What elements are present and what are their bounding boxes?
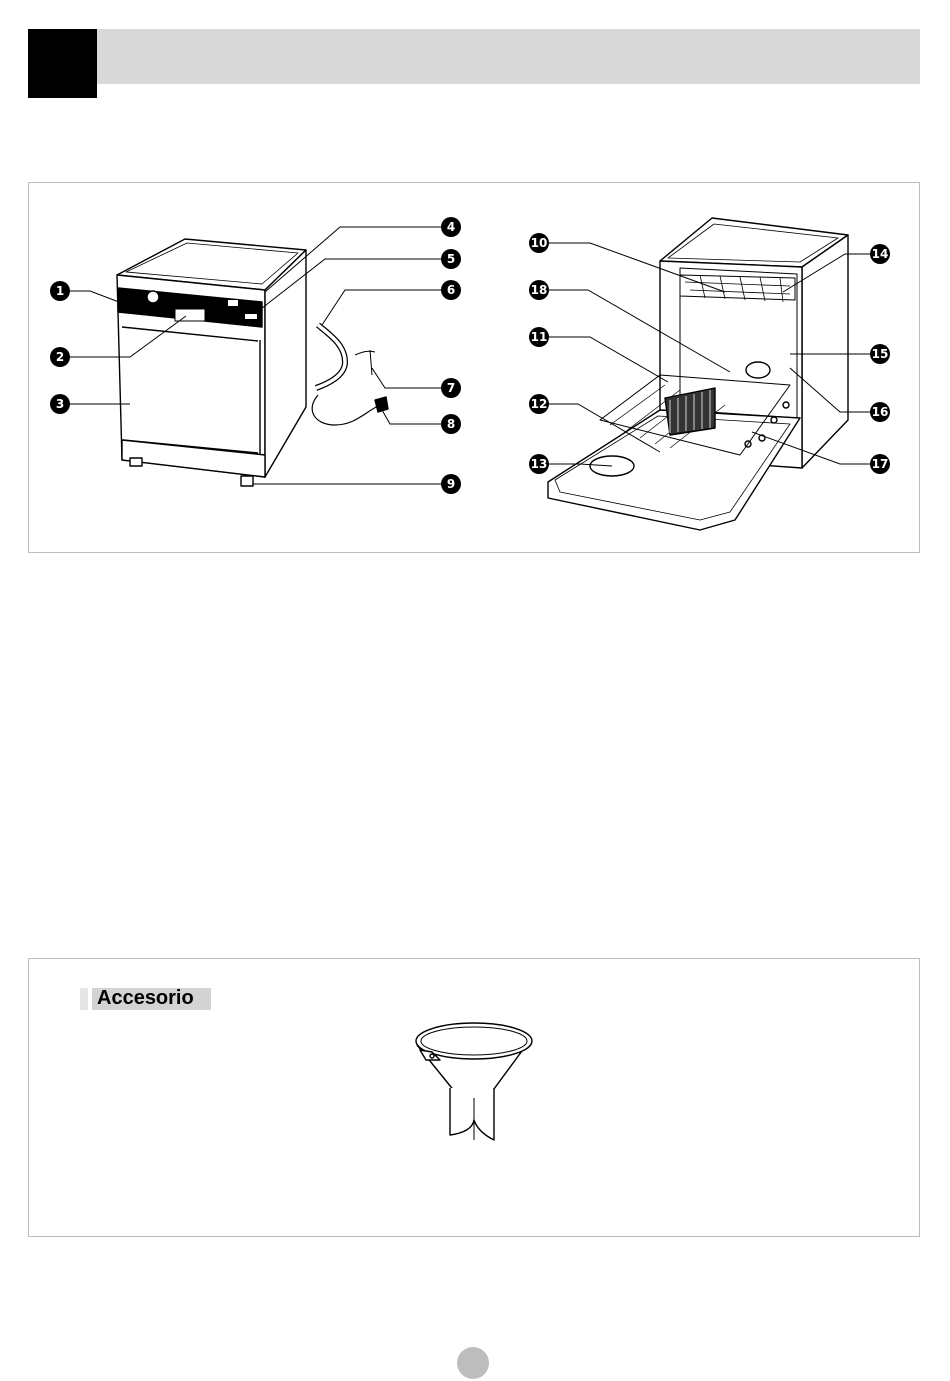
svg-text:1: 1 [56, 284, 64, 298]
callout-14: 14 [870, 244, 890, 264]
callout-18: 18 [529, 280, 549, 300]
svg-text:4: 4 [447, 220, 455, 234]
callout-6: 6 [441, 280, 461, 300]
svg-text:18: 18 [531, 283, 548, 297]
callout-8: 8 [441, 414, 461, 434]
svg-text:7: 7 [447, 381, 455, 395]
callout-3: 3 [50, 394, 70, 414]
dishwasher-open-illustration [548, 218, 848, 530]
page-number-dot [457, 1347, 489, 1379]
callout-10: 10 [529, 233, 549, 253]
accessory-label: Accesorio [80, 988, 211, 1010]
callout-1: 1 [50, 281, 70, 301]
svg-text:15: 15 [872, 347, 889, 361]
svg-text:5: 5 [447, 252, 455, 266]
svg-text:8: 8 [447, 417, 455, 431]
svg-text:16: 16 [872, 405, 889, 419]
svg-text:3: 3 [56, 397, 64, 411]
svg-text:6: 6 [447, 283, 455, 297]
callout-2: 2 [50, 347, 70, 367]
svg-text:11: 11 [531, 330, 548, 344]
svg-text:2: 2 [56, 350, 64, 364]
funnel-illustration [416, 1023, 532, 1140]
callout-9: 9 [441, 474, 461, 494]
svg-text:14: 14 [872, 247, 889, 261]
callout-17: 17 [870, 454, 890, 474]
callout-15: 15 [870, 344, 890, 364]
svg-text:9: 9 [447, 477, 455, 491]
accessory-label-text: Accesorio [97, 987, 194, 1010]
callout-7: 7 [441, 378, 461, 398]
callout-4: 4 [441, 217, 461, 237]
svg-text:12: 12 [531, 397, 548, 411]
callout-5: 5 [441, 249, 461, 269]
callout-12: 12 [529, 394, 549, 414]
svg-text:13: 13 [531, 457, 548, 471]
svg-text:17: 17 [872, 457, 889, 471]
callout-16: 16 [870, 402, 890, 422]
callout-11: 11 [529, 327, 549, 347]
dishwasher-closed-illustration [117, 239, 388, 486]
svg-text:10: 10 [531, 236, 548, 250]
callout-13: 13 [529, 454, 549, 474]
